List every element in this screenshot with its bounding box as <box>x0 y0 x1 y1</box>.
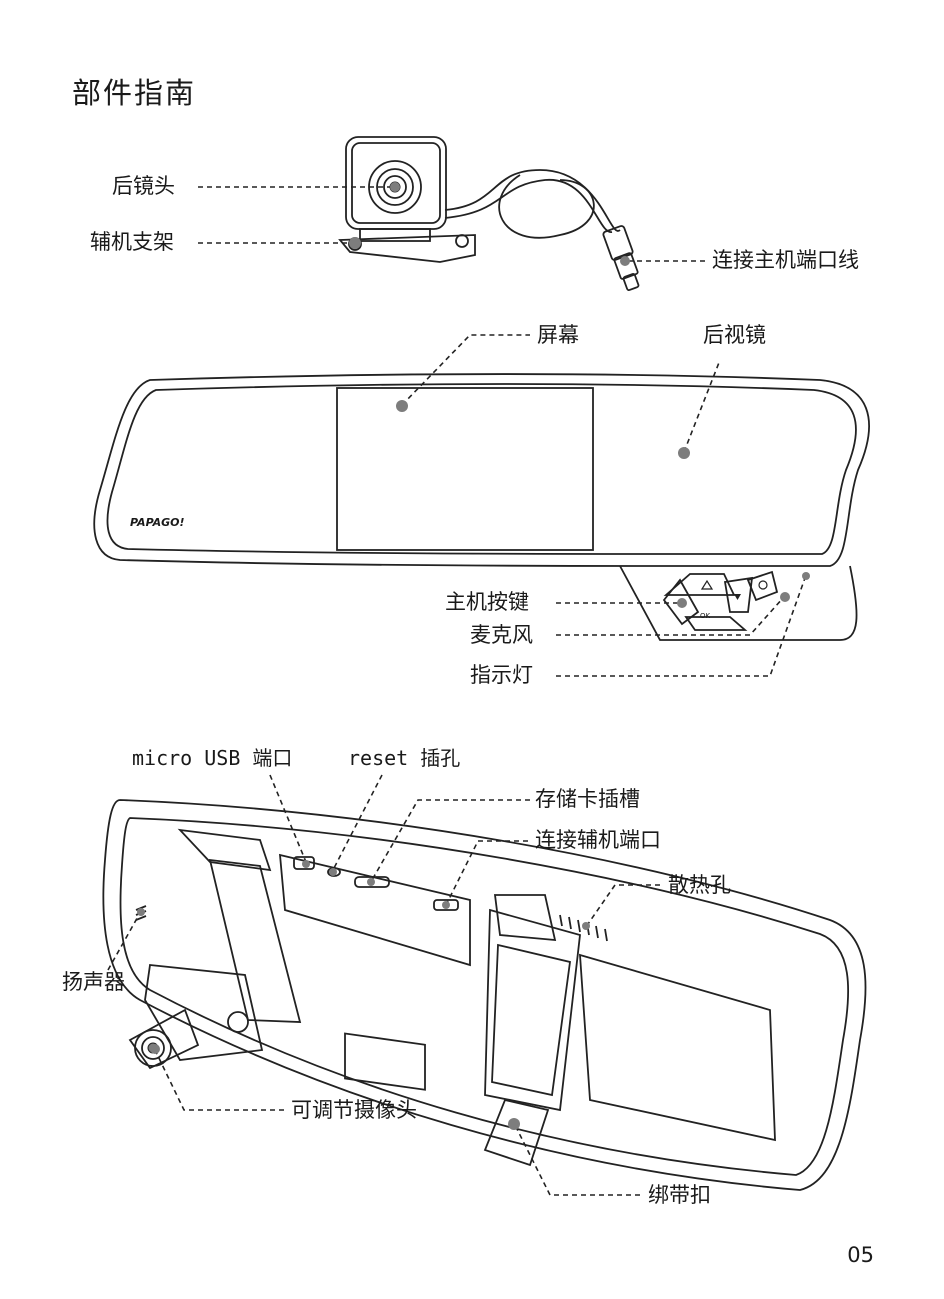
label-reset-hole: reset 插孔 <box>348 746 461 770</box>
page-title: 部件指南 <box>72 76 197 110</box>
label-sd-slot: 存储卡插槽 <box>535 787 640 811</box>
label-vents: 散热孔 <box>668 873 731 897</box>
label-micro-usb: micro USB 端口 <box>132 746 293 770</box>
page-number: 05 <box>847 1243 874 1267</box>
label-indicator-light: 指示灯 <box>470 663 533 687</box>
brand-logo: PAPAGO! <box>130 516 185 529</box>
label-aux-port: 连接辅机端口 <box>535 828 661 852</box>
back-mirror-illustration <box>102 799 867 1191</box>
label-adjustable-camera: 可调节摄像头 <box>291 1098 417 1122</box>
label-rearview-mirror: 后视镜 <box>703 323 766 347</box>
label-strap-buckle: 绑带扣 <box>648 1183 711 1207</box>
label-screen: 屏幕 <box>537 323 579 347</box>
rear-camera-illustration <box>338 136 640 291</box>
label-host-buttons: 主机按键 <box>445 590 529 614</box>
label-microphone: 麦克风 <box>470 623 533 647</box>
label-rear-lens: 后镜头 <box>112 174 175 198</box>
label-host-cable: 连接主机端口线 <box>712 248 859 272</box>
label-aux-bracket: 辅机支架 <box>90 230 174 254</box>
label-speaker: 扬声器 <box>62 970 125 994</box>
button-cluster <box>662 570 779 631</box>
front-mirror-illustration <box>93 373 870 641</box>
ok-button-label: OK <box>700 612 711 620</box>
